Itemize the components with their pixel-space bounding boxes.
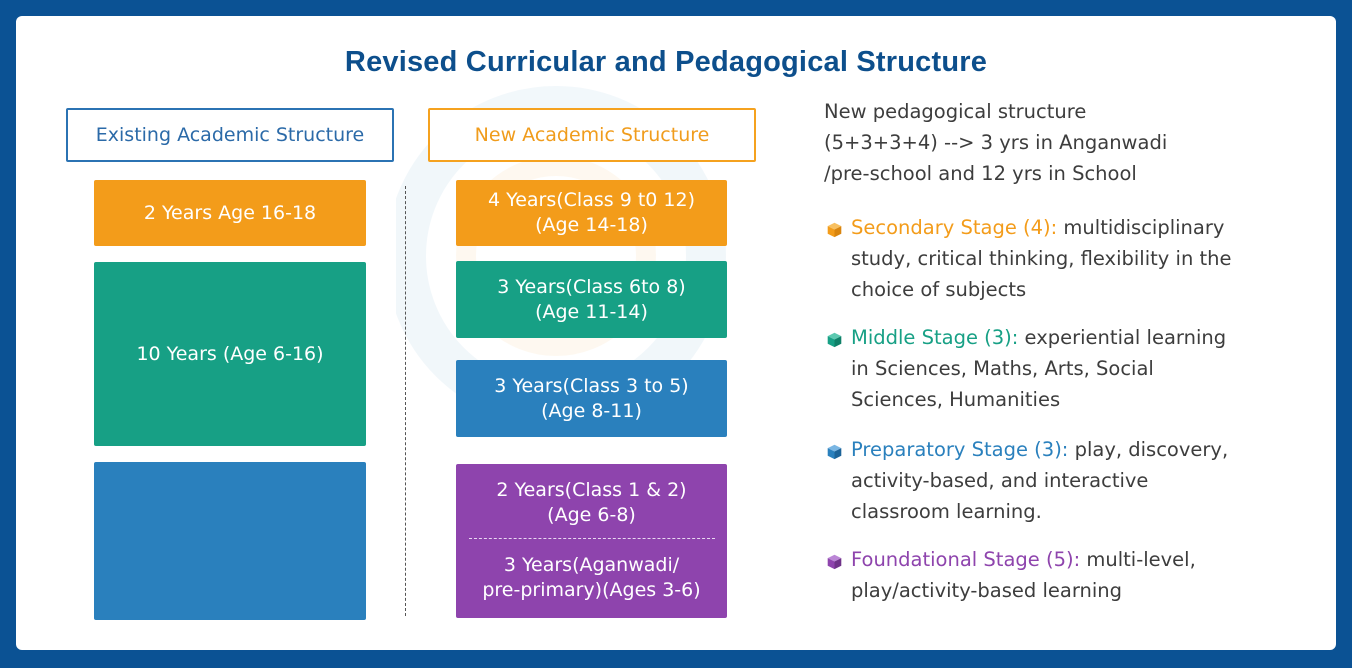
block-label: 3 Years(Class 6to 8) xyxy=(497,275,686,298)
existing-structure-header: Existing Academic Structure xyxy=(66,108,394,162)
existing-block-empty xyxy=(94,462,366,620)
cube-blue-icon xyxy=(827,444,842,460)
existing-block-16-18: 2 Years Age 16-18 xyxy=(94,180,366,246)
foundational-preschool-part: 3 Years(Aganwadi/ pre-primary)(Ages 3-6) xyxy=(482,539,700,617)
block-label: 3 Years(Aganwadi/ xyxy=(503,554,680,576)
stage-desc: multidisciplinary xyxy=(1057,216,1225,239)
stage-name: Secondary Stage (4): xyxy=(851,216,1058,239)
new-block-secondary: 4 Years(Class 9 t0 12) (Age 14-18) xyxy=(456,180,727,246)
stage-name: Foundational Stage (5): xyxy=(851,548,1081,571)
block-label: 4 Years(Class 9 t0 12) xyxy=(488,189,695,211)
new-block-middle: 3 Years(Class 6to 8) (Age 11-14) xyxy=(456,261,727,338)
existing-block-6-16: 10 Years (Age 6-16) xyxy=(94,262,366,446)
block-label: 3 Years(Class 3 to 5) xyxy=(494,374,689,397)
new-block-foundational: 2 Years(Class 1 & 2) (Age 6-8) 3 Years(A… xyxy=(456,464,727,618)
stage-name: Preparatory Stage (3): xyxy=(851,438,1069,461)
column-divider xyxy=(405,186,406,616)
block-age: (Age 14-18) xyxy=(535,214,648,236)
block-label: 2 Years Age 16-18 xyxy=(143,201,317,224)
foundational-class-part: 2 Years(Class 1 & 2) (Age 6-8) xyxy=(496,464,686,538)
cube-green-icon xyxy=(827,332,842,348)
page-title: Revised Curricular and Pedagogical Struc… xyxy=(344,46,988,78)
cube-orange-icon xyxy=(827,222,842,238)
block-age: (Age 8-11) xyxy=(541,399,642,422)
block-age: pre-primary)(Ages 3-6) xyxy=(482,579,701,601)
cube-purple-icon xyxy=(827,554,842,570)
block-label: 10 Years (Age 6-16) xyxy=(136,342,324,365)
description-panel: New pedagogical structure (5+3+3+4) --> … xyxy=(824,96,1294,189)
block-label: 2 Years(Class 1 & 2) xyxy=(496,479,687,501)
stage-middle: Middle Stage (3): experiential learning … xyxy=(826,322,1276,415)
stage-preparatory: Preparatory Stage (3): play, discovery, … xyxy=(826,434,1276,527)
stage-desc: play, discovery, xyxy=(1068,438,1229,461)
stage-desc: multi-level, xyxy=(1080,548,1196,571)
stage-foundational: Foundational Stage (5): multi-level, pla… xyxy=(826,544,1276,606)
stage-desc: experiential learning xyxy=(1018,326,1227,349)
dashed-separator xyxy=(468,538,715,539)
intro-text: New pedagogical structure (5+3+3+4) --> … xyxy=(824,100,1168,185)
block-age: (Age 6-8) xyxy=(547,504,636,526)
new-structure-header: New Academic Structure xyxy=(428,108,756,162)
new-block-preparatory: 3 Years(Class 3 to 5) (Age 8-11) xyxy=(456,360,727,437)
block-age: (Age 11-14) xyxy=(535,300,648,323)
stage-secondary: Secondary Stage (4): multidisciplinary s… xyxy=(826,212,1276,305)
stage-name: Middle Stage (3): xyxy=(851,326,1019,349)
